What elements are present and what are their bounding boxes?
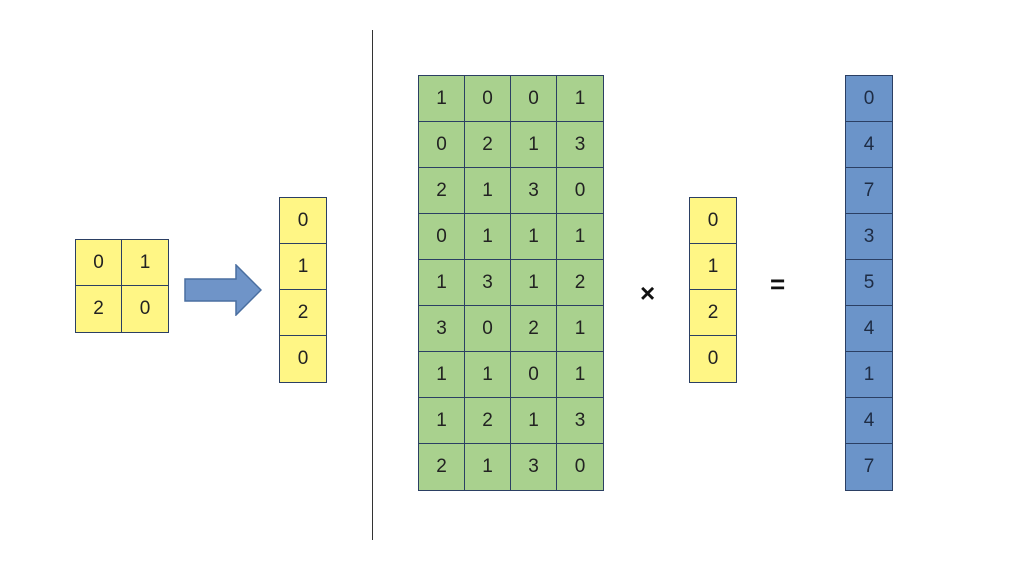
result-cell: 5	[846, 260, 892, 306]
matrix-cell: 1	[419, 398, 465, 444]
matrix-cell: 0	[557, 168, 603, 214]
result-cell: 3	[846, 214, 892, 260]
matrix-cell: 3	[557, 122, 603, 168]
kernel-matrix-2x2: 0 1 2 0	[75, 239, 169, 333]
matrix-cell: 0	[465, 76, 511, 122]
multiply-sign: ×	[640, 278, 656, 308]
result-cell: 1	[846, 352, 892, 398]
vector-cell: 0	[690, 198, 736, 244]
kernel-cell: 0	[76, 240, 122, 286]
matrix-cell: 2	[465, 122, 511, 168]
matrix-cell: 0	[511, 76, 557, 122]
matrix-cell: 1	[511, 260, 557, 306]
flattened-kernel-cell: 0	[280, 336, 326, 382]
result-cell: 4	[846, 122, 892, 168]
matrix-cell: 1	[511, 122, 557, 168]
result-cell: 7	[846, 444, 892, 490]
matrix-cell: 2	[419, 444, 465, 490]
matrix-cell: 2	[419, 168, 465, 214]
matrix-cell: 1	[419, 352, 465, 398]
matrix-cell: 1	[465, 214, 511, 260]
flattened-kernel-cell: 0	[280, 198, 326, 244]
result-cell: 7	[846, 168, 892, 214]
result-cell: 0	[846, 76, 892, 122]
flattened-kernel-cell: 2	[280, 290, 326, 336]
right-arrow-icon	[184, 264, 262, 316]
vector-cell: 0	[690, 336, 736, 382]
flattened-kernel-vector: 0 1 2 0	[279, 197, 327, 383]
matrix-cell: 1	[511, 398, 557, 444]
matrix-cell: 3	[511, 168, 557, 214]
matrix-cell: 1	[511, 214, 557, 260]
kernel-vector: 0 1 2 0	[689, 197, 737, 383]
flattened-kernel-cell: 1	[280, 244, 326, 290]
kernel-cell: 1	[122, 240, 168, 286]
matrix-cell: 0	[419, 122, 465, 168]
result-cell: 4	[846, 306, 892, 352]
matrix-cell: 0	[557, 444, 603, 490]
input-matrix-9x4: 1 0 0 1 0 2 1 3 2 1 3 0 0 1 1 1 1 3 1 2 …	[418, 75, 604, 491]
kernel-cell: 2	[76, 286, 122, 332]
matrix-cell: 1	[557, 76, 603, 122]
matrix-cell: 2	[465, 398, 511, 444]
equals-sign: =	[770, 269, 786, 299]
matrix-cell: 2	[557, 260, 603, 306]
kernel-cell: 0	[122, 286, 168, 332]
result-vector: 0 4 7 3 5 4 1 4 7	[845, 75, 893, 491]
vector-cell: 2	[690, 290, 736, 336]
matrix-cell: 3	[511, 444, 557, 490]
result-cell: 4	[846, 398, 892, 444]
matrix-cell: 0	[511, 352, 557, 398]
matrix-cell: 3	[465, 260, 511, 306]
matrix-cell: 2	[511, 306, 557, 352]
matrix-cell: 0	[465, 306, 511, 352]
matrix-cell: 0	[419, 214, 465, 260]
matrix-cell: 1	[557, 352, 603, 398]
vector-cell: 1	[690, 244, 736, 290]
matrix-cell: 1	[465, 352, 511, 398]
matrix-cell: 1	[419, 260, 465, 306]
matrix-cell: 3	[557, 398, 603, 444]
matrix-cell: 1	[557, 306, 603, 352]
section-divider	[372, 30, 373, 540]
matrix-cell: 3	[419, 306, 465, 352]
matrix-cell: 1	[465, 168, 511, 214]
matrix-cell: 1	[557, 214, 603, 260]
matrix-cell: 1	[419, 76, 465, 122]
matrix-cell: 1	[465, 444, 511, 490]
